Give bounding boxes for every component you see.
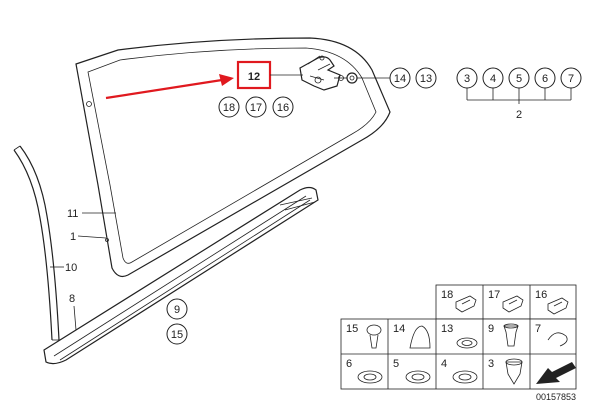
- washer-ring-icon: [405, 370, 431, 384]
- label-10[interactable]: 10: [65, 262, 77, 274]
- highlight-arrow: [105, 74, 234, 100]
- group-bracket: [466, 88, 572, 104]
- legend-num-15: 15: [346, 323, 358, 335]
- push-clip-icon: [366, 324, 382, 349]
- legend-num-17: 17: [488, 289, 500, 301]
- callout-14[interactable]: 14: [389, 67, 411, 89]
- spring-clip-icon: [547, 332, 568, 347]
- connector-terminal-icon: [502, 295, 524, 313]
- callout-17[interactable]: 17: [245, 96, 267, 118]
- legend-num-6: 6: [346, 358, 352, 370]
- legend-num-7: 7: [535, 323, 541, 335]
- rubber-seal-strip: [13, 145, 60, 341]
- svg-text:6: 6: [542, 73, 548, 85]
- callout-15[interactable]: 15: [166, 323, 188, 345]
- callout-16[interactable]: 16: [272, 96, 294, 118]
- highlighted-callout-12[interactable]: 12: [236, 60, 272, 90]
- legend-num-4: 4: [441, 358, 447, 370]
- legend-num-13: 13: [441, 323, 453, 335]
- svg-text:13: 13: [420, 73, 432, 85]
- svg-text:17: 17: [250, 102, 262, 114]
- callout-3[interactable]: 3: [456, 67, 478, 89]
- callout-7[interactable]: 7: [560, 67, 582, 89]
- svg-text:16: 16: [277, 102, 289, 114]
- washer-ring-icon: [357, 370, 383, 384]
- rubber-grommet-icon: [409, 325, 431, 349]
- belt-molding-strip: [43, 186, 319, 365]
- quarter-window-glass: [75, 37, 391, 278]
- document-number: 00157853: [536, 392, 576, 402]
- callout-9[interactable]: 9: [166, 298, 188, 320]
- svg-text:15: 15: [171, 329, 183, 341]
- legend-num-18: 18: [441, 289, 453, 301]
- label-1[interactable]: 1: [70, 231, 76, 243]
- svg-text:5: 5: [516, 73, 522, 85]
- svg-text:14: 14: [394, 73, 406, 85]
- connector-terminal-icon: [455, 295, 477, 313]
- washer-ring-icon: [456, 337, 478, 349]
- washer-ring-icon: [452, 370, 478, 384]
- callout-18[interactable]: 18: [218, 96, 240, 118]
- legend-num-3: 3: [488, 358, 494, 370]
- legend-num-16: 16: [535, 289, 547, 301]
- svg-text:9: 9: [174, 304, 180, 316]
- connector-terminal-icon: [547, 297, 569, 315]
- label-11[interactable]: 11: [67, 208, 78, 220]
- glass-mount-hole: [86, 101, 92, 107]
- callout-4[interactable]: 4: [482, 67, 504, 89]
- legend-num-9: 9: [488, 323, 494, 335]
- svg-text:4: 4: [490, 73, 496, 85]
- expanding-nut-icon: [503, 323, 519, 347]
- legend-num-14: 14: [393, 323, 405, 335]
- svg-text:3: 3: [464, 73, 470, 85]
- plastic-nut-icon: [505, 358, 523, 385]
- arrow-graphic-icon: [536, 362, 576, 384]
- label-8[interactable]: 8: [69, 293, 75, 305]
- mounting-nut: [346, 72, 358, 84]
- callout-5[interactable]: 5: [508, 67, 530, 89]
- group-label-2[interactable]: 2: [516, 109, 522, 121]
- svg-text:12: 12: [248, 71, 260, 83]
- latch-hinge-assembly: [299, 55, 358, 91]
- legend-num-5: 5: [393, 358, 399, 370]
- callout-6[interactable]: 6: [534, 67, 556, 89]
- callout-13[interactable]: 13: [415, 67, 437, 89]
- svg-text:7: 7: [568, 73, 574, 85]
- svg-text:18: 18: [223, 102, 235, 114]
